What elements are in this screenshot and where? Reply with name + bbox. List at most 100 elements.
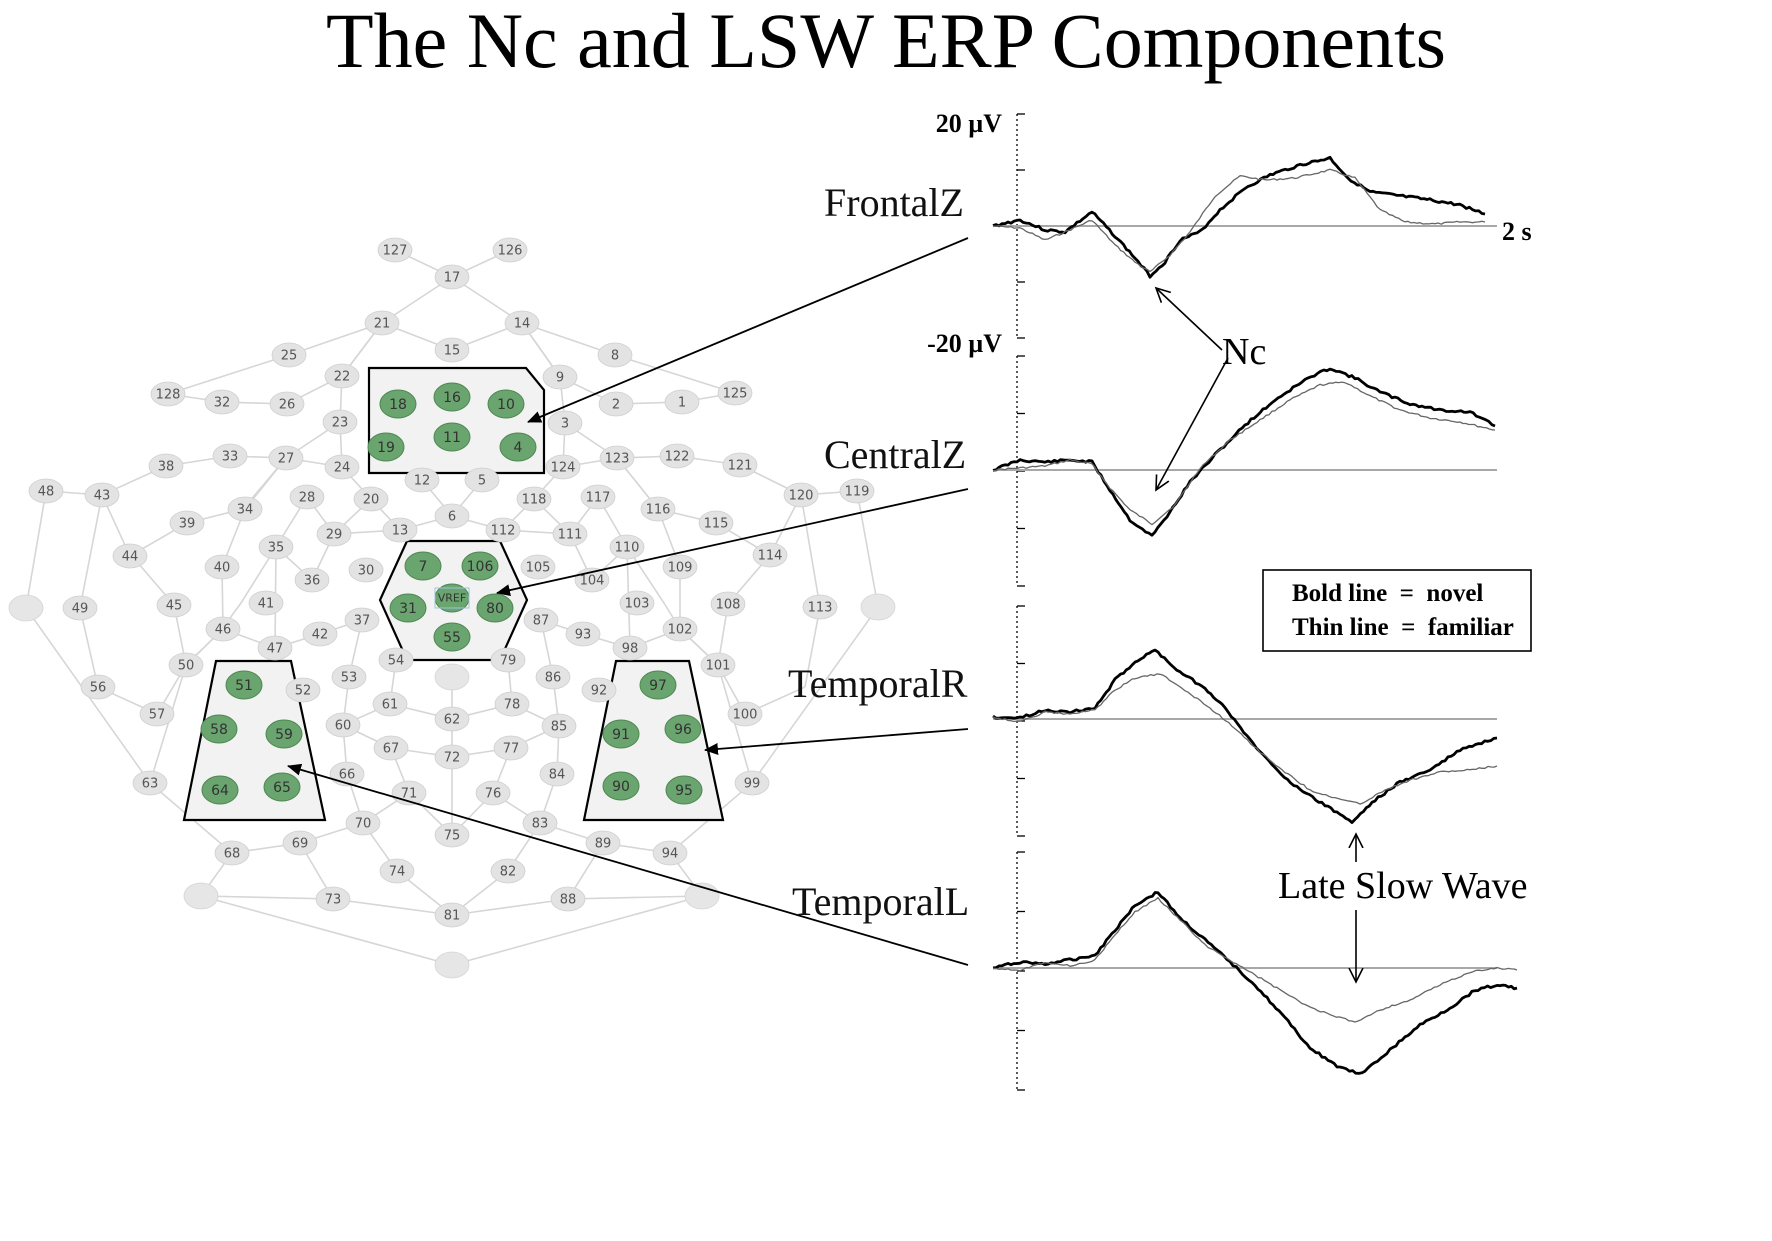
legend-box	[1262, 569, 1532, 652]
electrode-51	[225, 670, 263, 700]
electrode-57	[139, 701, 175, 727]
electrode-label-25: 25	[281, 349, 298, 364]
electrode-unlabeled	[434, 663, 470, 691]
electrode-13	[382, 517, 418, 543]
electrode-label-49: 49	[72, 602, 89, 617]
scale-top: 20 µV	[936, 109, 1002, 138]
electrode-label-113: 113	[808, 601, 833, 616]
electrode-25	[271, 342, 307, 368]
electrode-74	[379, 858, 415, 884]
electrode-109	[662, 554, 698, 580]
electrode-92	[581, 677, 617, 703]
electrode-label-44: 44	[122, 550, 139, 565]
electrode-label-73: 73	[325, 893, 342, 908]
electrode-9	[542, 364, 578, 390]
electrode-label-35: 35	[268, 541, 285, 556]
electrode-label-68: 68	[224, 847, 241, 862]
wave-centralz-familiar	[992, 381, 1496, 526]
electrode-label-127: 127	[383, 244, 408, 259]
electrode-60	[325, 712, 361, 738]
nc-annotation: Nc	[1222, 331, 1266, 373]
electrode-119	[839, 478, 875, 504]
electrode-label-18: 18	[389, 397, 407, 413]
electrode-5	[464, 467, 500, 493]
electrode-45	[156, 592, 192, 618]
electrode-label-115: 115	[704, 517, 729, 532]
electrode-126	[492, 237, 528, 263]
electrode-label-111: 111	[558, 528, 583, 543]
electrode-123	[599, 445, 635, 471]
electrode-50	[168, 652, 204, 678]
electrode-label-6: 6	[448, 510, 456, 525]
electrode-80	[476, 593, 514, 623]
electrode-label-11: 11	[443, 430, 461, 446]
electrode-label-61: 61	[382, 698, 399, 713]
electrode-84	[539, 761, 575, 787]
electrode-unlabeled	[434, 951, 470, 979]
electrode-label-21: 21	[374, 317, 391, 332]
electrode-120	[783, 482, 819, 508]
electrode-93	[565, 621, 601, 647]
label-frontalz: FrontalZ	[824, 180, 964, 225]
wave-temporall-familiar	[992, 896, 1518, 1023]
electrode-label-60: 60	[335, 719, 352, 734]
electrode-label-92: 92	[591, 684, 608, 699]
electrode-85	[541, 713, 577, 739]
electrode-label-122: 122	[665, 450, 690, 465]
electrode-39	[169, 510, 205, 536]
electrode-110	[609, 534, 645, 560]
electrode-111	[552, 521, 588, 547]
electrode-77	[493, 735, 529, 761]
electrode-label-22: 22	[334, 370, 351, 385]
electrode-10	[487, 389, 525, 419]
electrode-label-43: 43	[94, 489, 111, 504]
electrode-label-31: 31	[399, 601, 417, 617]
electrode-21	[364, 310, 400, 336]
wave-temporalr-novel	[992, 648, 1498, 824]
electrode-label-23: 23	[332, 416, 349, 431]
electrode-label-42: 42	[312, 628, 329, 643]
electrode-88	[550, 886, 586, 912]
electrode-label-118: 118	[522, 493, 547, 508]
electrode-label-110: 110	[615, 541, 640, 556]
electrode-label-105: 105	[526, 561, 551, 576]
legend-thin: Thin line = familiar	[1292, 614, 1514, 641]
electrode-label-86: 86	[545, 671, 562, 686]
electrode-76	[475, 780, 511, 806]
electrode-label-77: 77	[503, 742, 520, 757]
electrode-99	[734, 770, 770, 796]
nc-arrow-frontal	[1156, 288, 1223, 351]
electrode-53	[331, 664, 367, 690]
electrode-68	[214, 840, 250, 866]
electrode-label-124: 124	[551, 461, 576, 476]
label-temporall: TemporalL	[792, 879, 969, 924]
wave-temporall-novel	[992, 891, 1518, 1075]
electrode-label-55: 55	[443, 630, 461, 646]
electrode-101	[700, 652, 736, 678]
electrode-48	[28, 478, 64, 504]
electrode-unlabeled	[860, 593, 896, 621]
electrode-label-99: 99	[744, 777, 761, 792]
electrode-label-40: 40	[214, 561, 231, 576]
electrode-label-120: 120	[789, 489, 814, 504]
electrode-label-14: 14	[514, 317, 531, 332]
arrow-central	[496, 488, 969, 597]
electrode-121	[722, 452, 758, 478]
electrode-label-9: 9	[556, 371, 564, 386]
electrode-95	[665, 775, 703, 805]
electrode-35	[258, 534, 294, 560]
electrode-81	[434, 902, 470, 928]
electrode-73	[315, 886, 351, 912]
electrode-label-93: 93	[575, 628, 592, 643]
electrode-label-27: 27	[278, 452, 295, 467]
electrode-label-65: 65	[273, 780, 291, 796]
electrode-33	[212, 443, 248, 469]
electrode-14	[504, 310, 540, 336]
electrode-15	[434, 337, 470, 363]
electrode-label-12: 12	[414, 474, 431, 489]
figure-title: The Nc and LSW ERP Components	[326, 0, 1446, 84]
electrode-19	[367, 432, 405, 462]
electrode-label-36: 36	[304, 574, 321, 589]
